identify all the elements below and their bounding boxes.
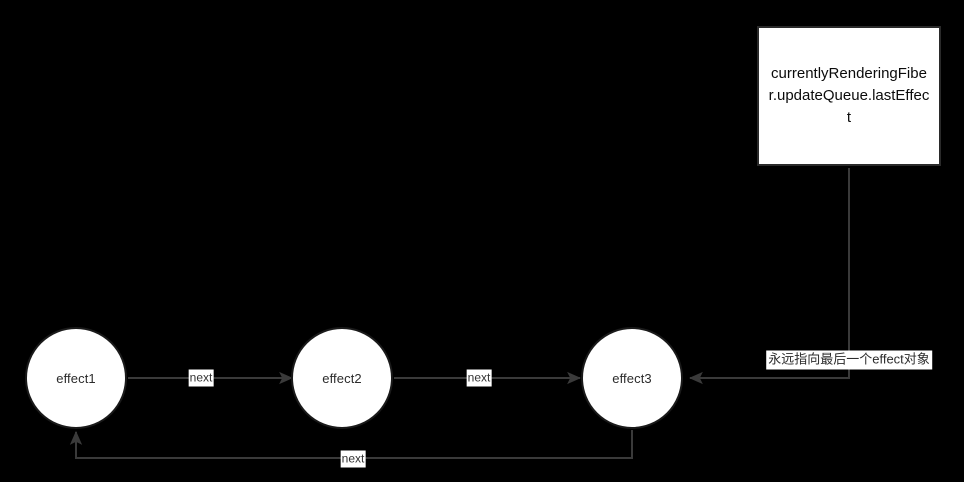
node-effect2-label: effect2 <box>322 370 362 386</box>
edge-label-effect3-effect1: next <box>340 450 366 468</box>
node-effect2[interactable]: effect2 <box>291 327 393 429</box>
edge-label-effect2-effect3: next <box>466 369 492 387</box>
edge-label-effect1-effect2: next <box>188 369 214 387</box>
node-effect1[interactable]: effect1 <box>25 327 127 429</box>
node-effect3[interactable]: effect3 <box>581 327 683 429</box>
node-effect1-label: effect1 <box>56 370 96 386</box>
edge-label-queuebox-effect3: 永远指向最后一个effect对象 <box>766 350 932 370</box>
node-queue-box-label: currentlyRenderingFiber.updateQueue.last… <box>768 65 930 126</box>
node-effect3-label: effect3 <box>612 370 652 386</box>
node-queue-box[interactable]: currentlyRenderingFiber.updateQueue.last… <box>757 26 941 166</box>
edge-queuebox-effect3 <box>688 168 850 385</box>
